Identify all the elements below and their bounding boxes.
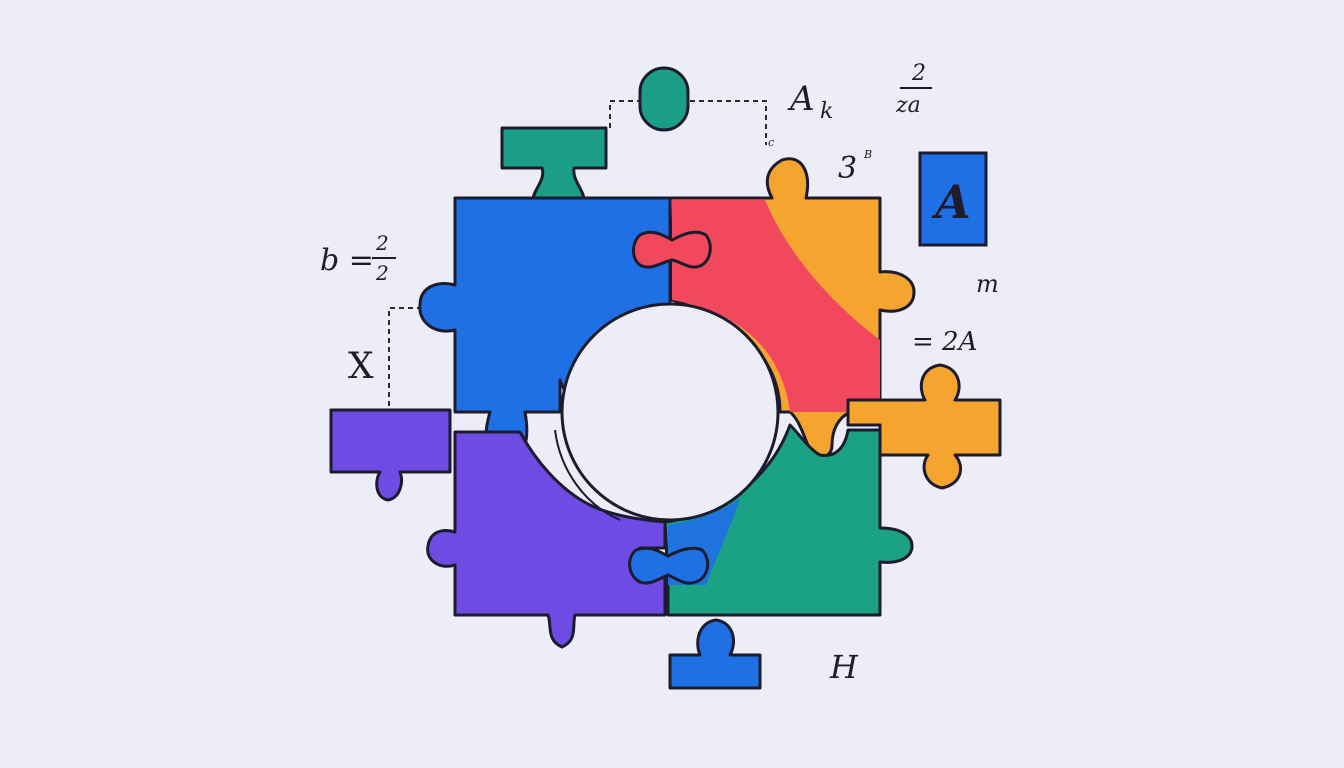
- connector-top-left: [609, 100, 642, 128]
- dashed-connectors: [388, 100, 767, 406]
- knob-red: [632, 230, 712, 269]
- puzzle-piece-blue-bottom: [668, 618, 762, 690]
- puzzle-piece-purple-left: [329, 408, 452, 502]
- center-hole: [560, 302, 780, 522]
- letter-a-badge-icon: A: [918, 151, 988, 247]
- label-a: A: [787, 79, 815, 119]
- puzzle-piece-red-overlay: [672, 200, 880, 412]
- center-hole-highlight: [554, 429, 621, 521]
- label-eq-2a: = 2A: [912, 327, 977, 357]
- label-three: 3: [838, 151, 857, 186]
- label-frac-bottom: za: [895, 93, 921, 118]
- puzzle-piece-orange-right: [846, 363, 1002, 490]
- puzzle-piece-top-teal: [500, 126, 608, 202]
- label-h: H: [829, 648, 859, 686]
- puzzle-piece-purple: [426, 430, 667, 649]
- label-x: X: [348, 346, 374, 387]
- label-frac-top: 2: [911, 61, 926, 86]
- label-three-sup: B: [863, 148, 872, 161]
- label-b-frac-bottom: 2: [375, 261, 389, 285]
- label-b-frac-top: 2: [375, 231, 389, 255]
- label-c-small: c: [768, 136, 774, 149]
- badge-letter: A: [931, 175, 971, 229]
- connector-left: [388, 307, 420, 406]
- top-connector-knob: [638, 66, 690, 132]
- label-m: m: [976, 270, 999, 298]
- knob-blue-bottom: [628, 546, 710, 585]
- connector-top-right: [690, 100, 767, 145]
- label-b-eq: b =: [320, 243, 374, 278]
- label-a-sub: k: [820, 99, 833, 124]
